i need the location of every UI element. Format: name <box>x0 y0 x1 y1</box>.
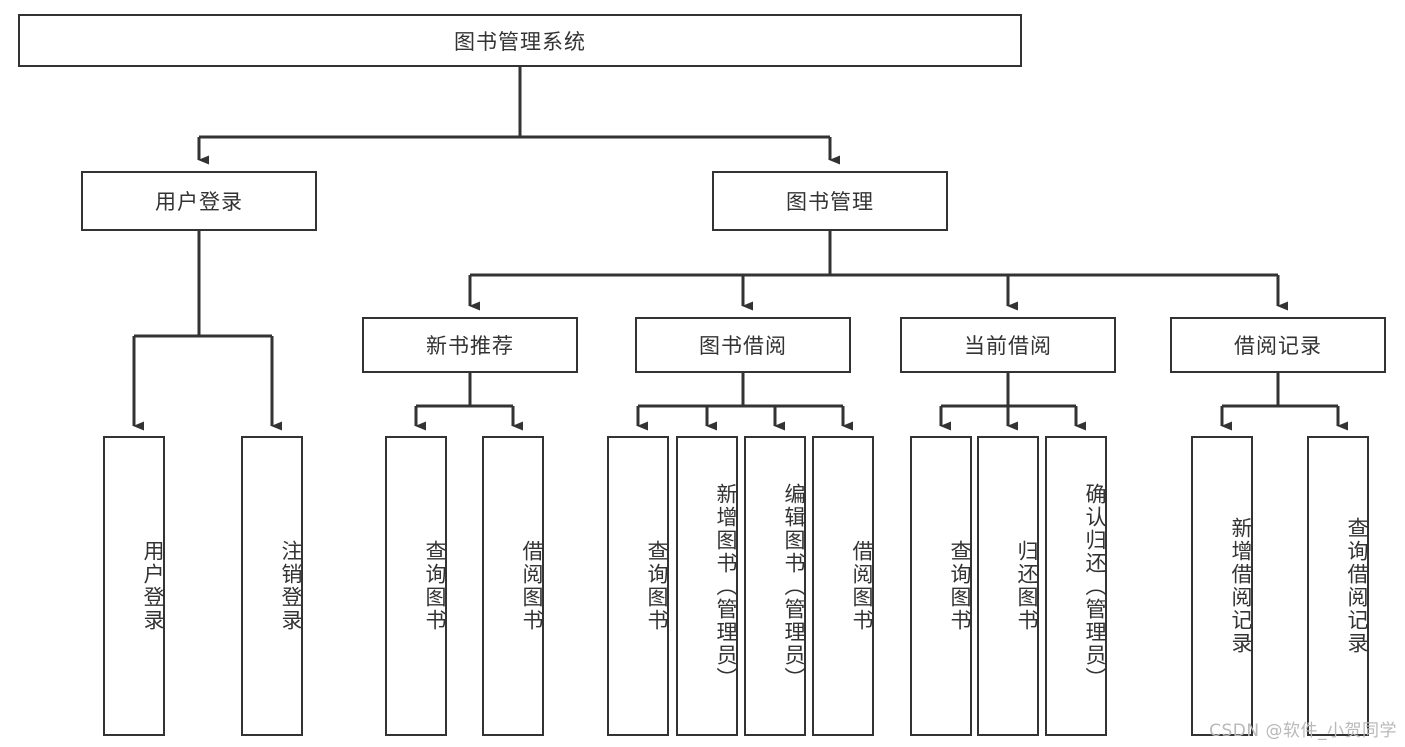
leaf-book-borrow-borrow-book[interactable]: 借阅图书 <box>812 436 874 736</box>
node-current-borrow[interactable]: 当前借阅 <box>900 317 1116 373</box>
leaf-book-borrow-query-book[interactable]: 查询图书 <box>607 436 669 736</box>
node-borrow-record[interactable]: 借阅记录 <box>1170 317 1386 373</box>
node-label: 新书推荐 <box>426 334 514 358</box>
node-label: 查询图书 <box>423 540 447 632</box>
leaf-borrow-record-add-record[interactable]: 新增借阅记录 <box>1191 436 1253 736</box>
node-label: 借阅图书 <box>520 540 544 632</box>
node-label: 图书管理 <box>786 190 874 214</box>
node-label: 新增图书（管理员） <box>714 482 738 690</box>
node-label: 编辑图书（管理员） <box>782 482 806 690</box>
node-label: 新增借阅记录 <box>1229 517 1253 655</box>
leaf-user-login-login[interactable]: 用户登录 <box>103 436 165 736</box>
leaf-new-book-query-book[interactable]: 查询图书 <box>385 436 447 736</box>
node-label: 用户登录 <box>155 190 243 214</box>
node-label: 注销登录 <box>279 540 303 632</box>
leaf-borrow-record-query-record[interactable]: 查询借阅记录 <box>1307 436 1369 736</box>
node-label: 归还图书 <box>1015 540 1039 632</box>
node-new-book-recommend[interactable]: 新书推荐 <box>362 317 578 373</box>
node-label: 用户登录 <box>141 540 165 632</box>
leaf-new-book-borrow-book[interactable]: 借阅图书 <box>482 436 544 736</box>
leaf-user-login-logout[interactable]: 注销登录 <box>241 436 303 736</box>
node-root-book-management-system[interactable]: 图书管理系统 <box>18 14 1022 67</box>
leaf-book-borrow-add-book-admin[interactable]: 新增图书（管理员） <box>676 436 738 736</box>
node-label: 借阅图书 <box>850 540 874 632</box>
node-label: 图书借阅 <box>699 334 787 358</box>
node-label: 借阅记录 <box>1234 334 1322 358</box>
node-label: 查询图书 <box>948 540 972 632</box>
node-label: 图书管理系统 <box>454 29 586 54</box>
leaf-current-borrow-confirm-return-admin[interactable]: 确认归还（管理员） <box>1045 436 1107 736</box>
node-book-borrow[interactable]: 图书借阅 <box>635 317 851 373</box>
node-user-login[interactable]: 用户登录 <box>81 171 317 231</box>
node-label: 当前借阅 <box>964 334 1052 358</box>
node-label: 确认归还（管理员） <box>1083 482 1107 690</box>
node-label: 查询图书 <box>645 540 669 632</box>
leaf-current-borrow-query-book[interactable]: 查询图书 <box>910 436 972 736</box>
leaf-current-borrow-return-book[interactable]: 归还图书 <box>977 436 1039 736</box>
node-label: 查询借阅记录 <box>1345 517 1369 655</box>
leaf-book-borrow-edit-book-admin[interactable]: 编辑图书（管理员） <box>744 436 806 736</box>
node-book-management[interactable]: 图书管理 <box>712 171 948 231</box>
